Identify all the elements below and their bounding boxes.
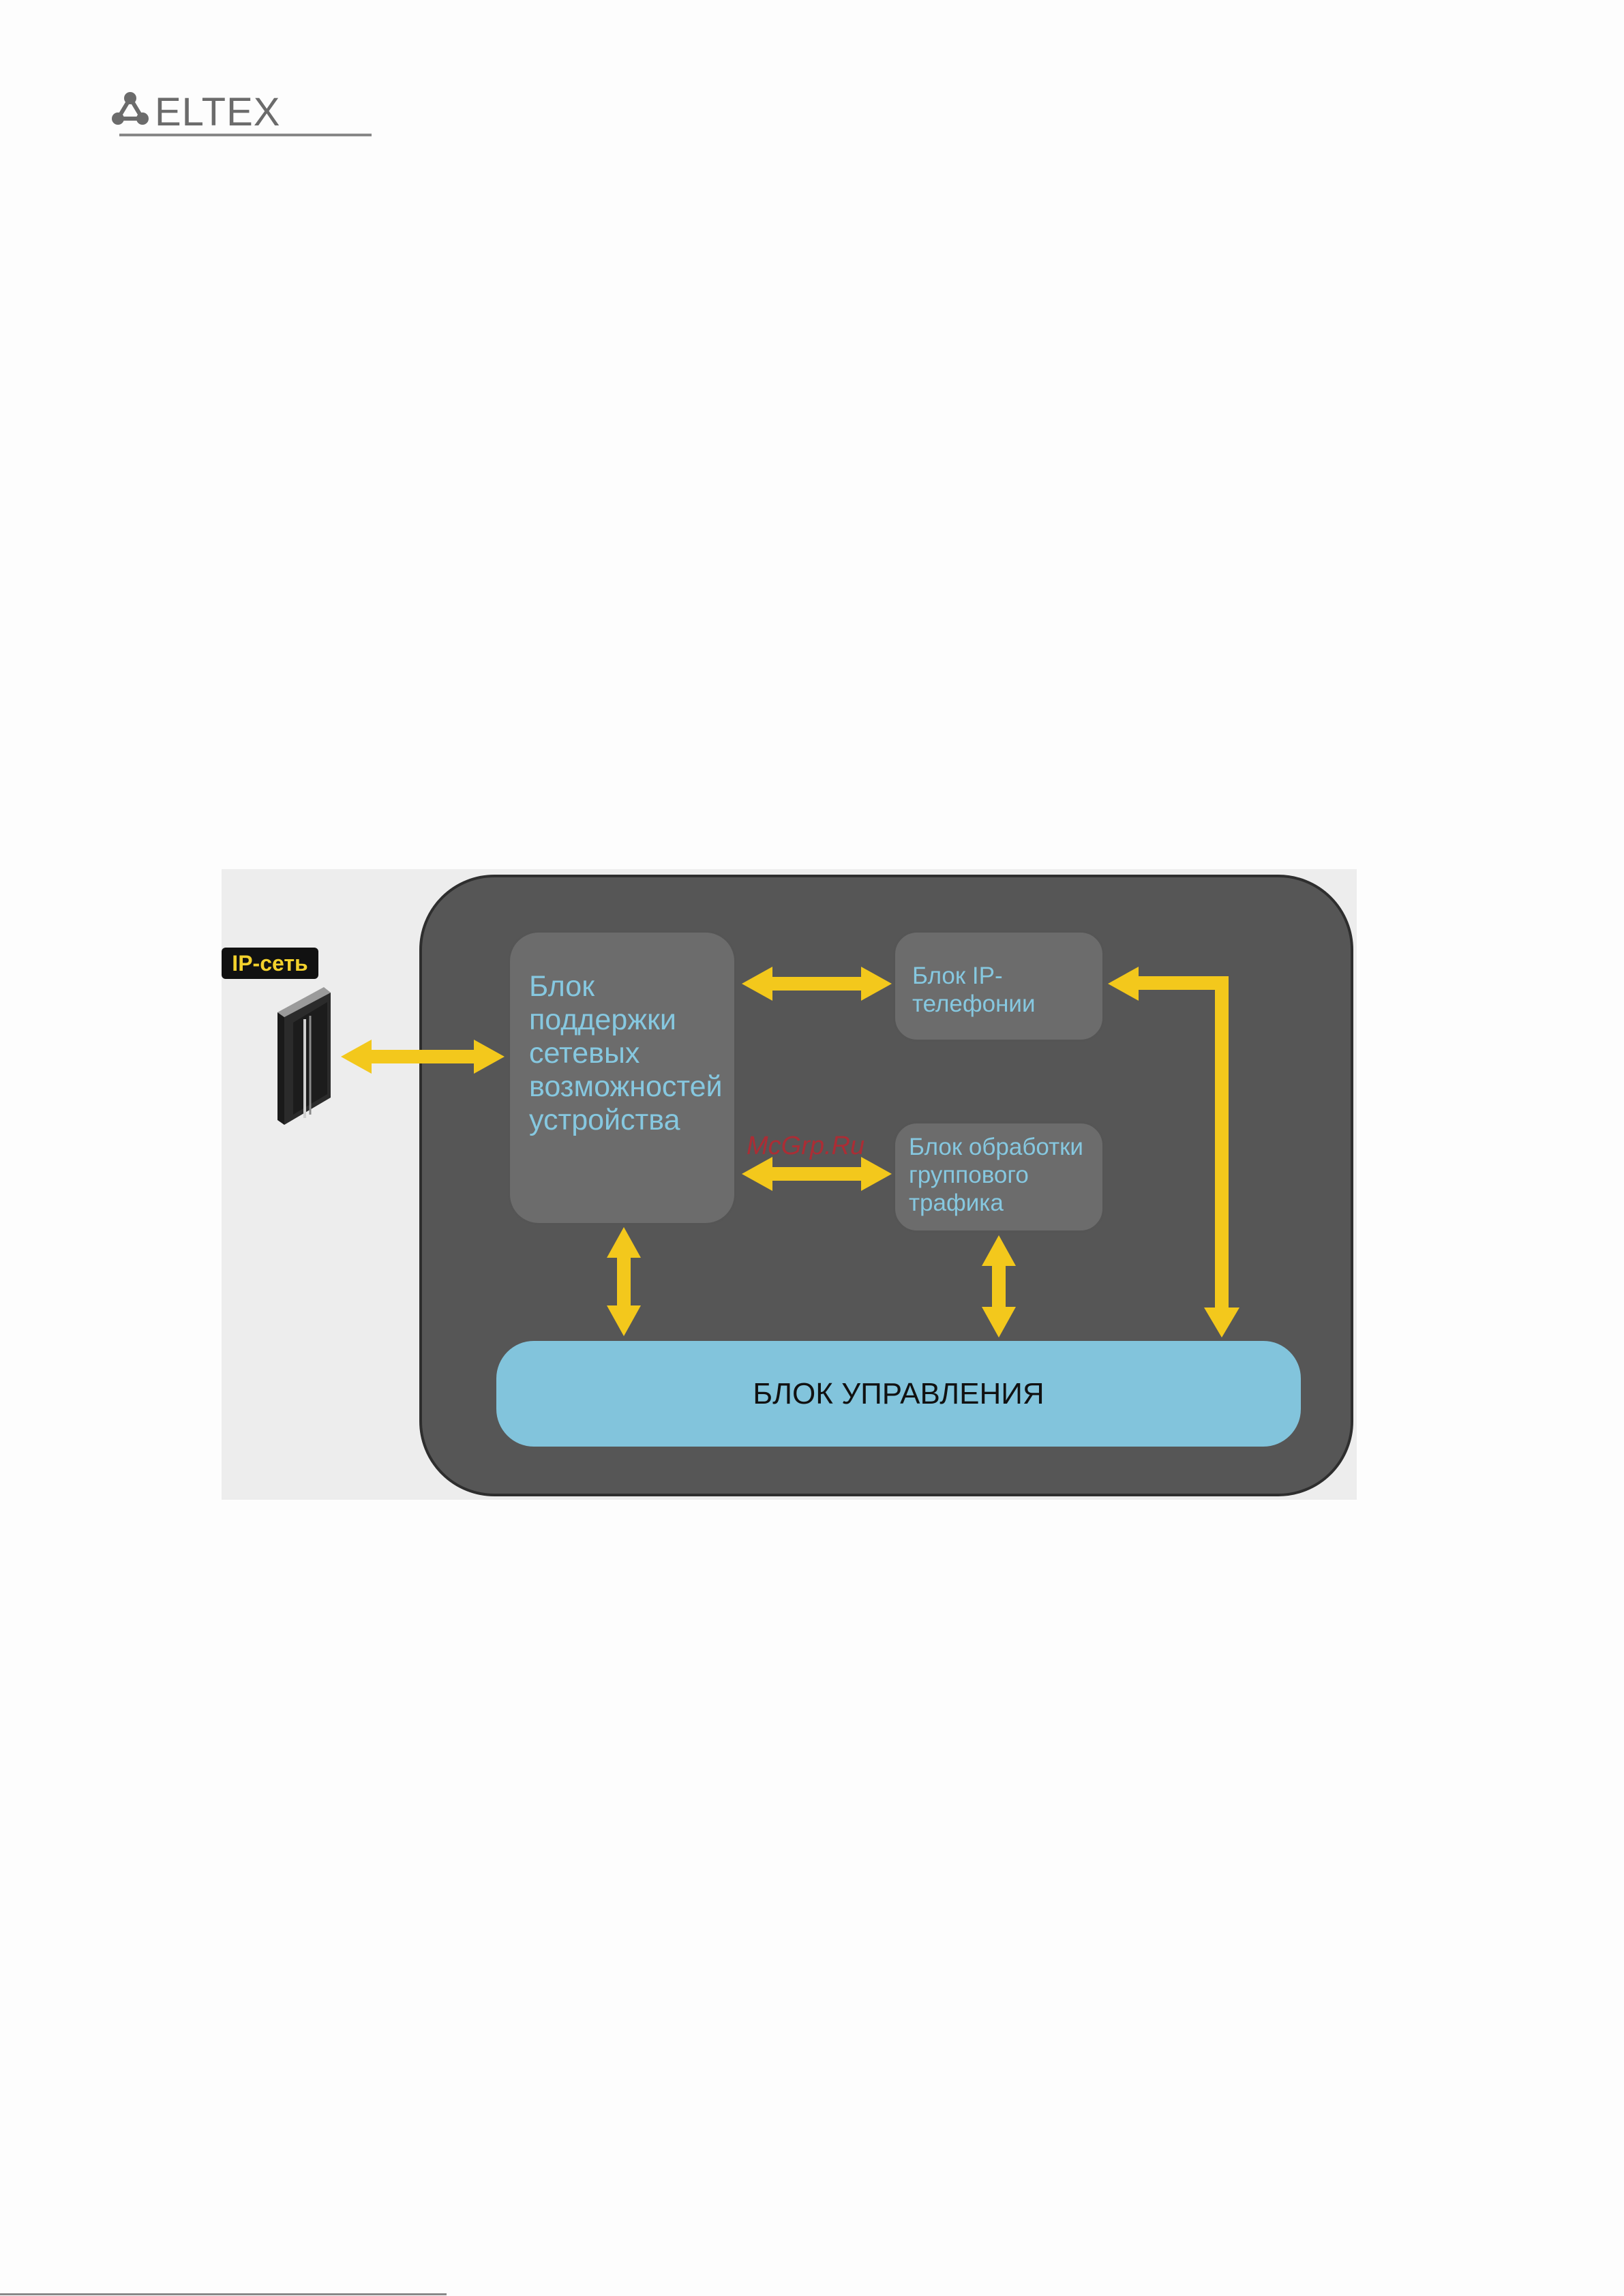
- arrow-network-ip: [742, 967, 892, 1001]
- arrow-network-control: [607, 1227, 641, 1336]
- arrow-network-group: [742, 1157, 892, 1191]
- watermark: McGrp.Ru: [747, 1132, 864, 1161]
- arrow-device-network: [341, 1040, 505, 1074]
- network-device-icon: [269, 982, 344, 1132]
- arrows-layer: .ar { fill: #f3c81c; }: [0, 0, 1624, 1568]
- footer-rule: [0, 2293, 447, 2295]
- ip-network-label: IP-сеть: [222, 948, 318, 979]
- arrow-ip-control: [1108, 967, 1239, 1338]
- arrow-group-control: [982, 1235, 1016, 1338]
